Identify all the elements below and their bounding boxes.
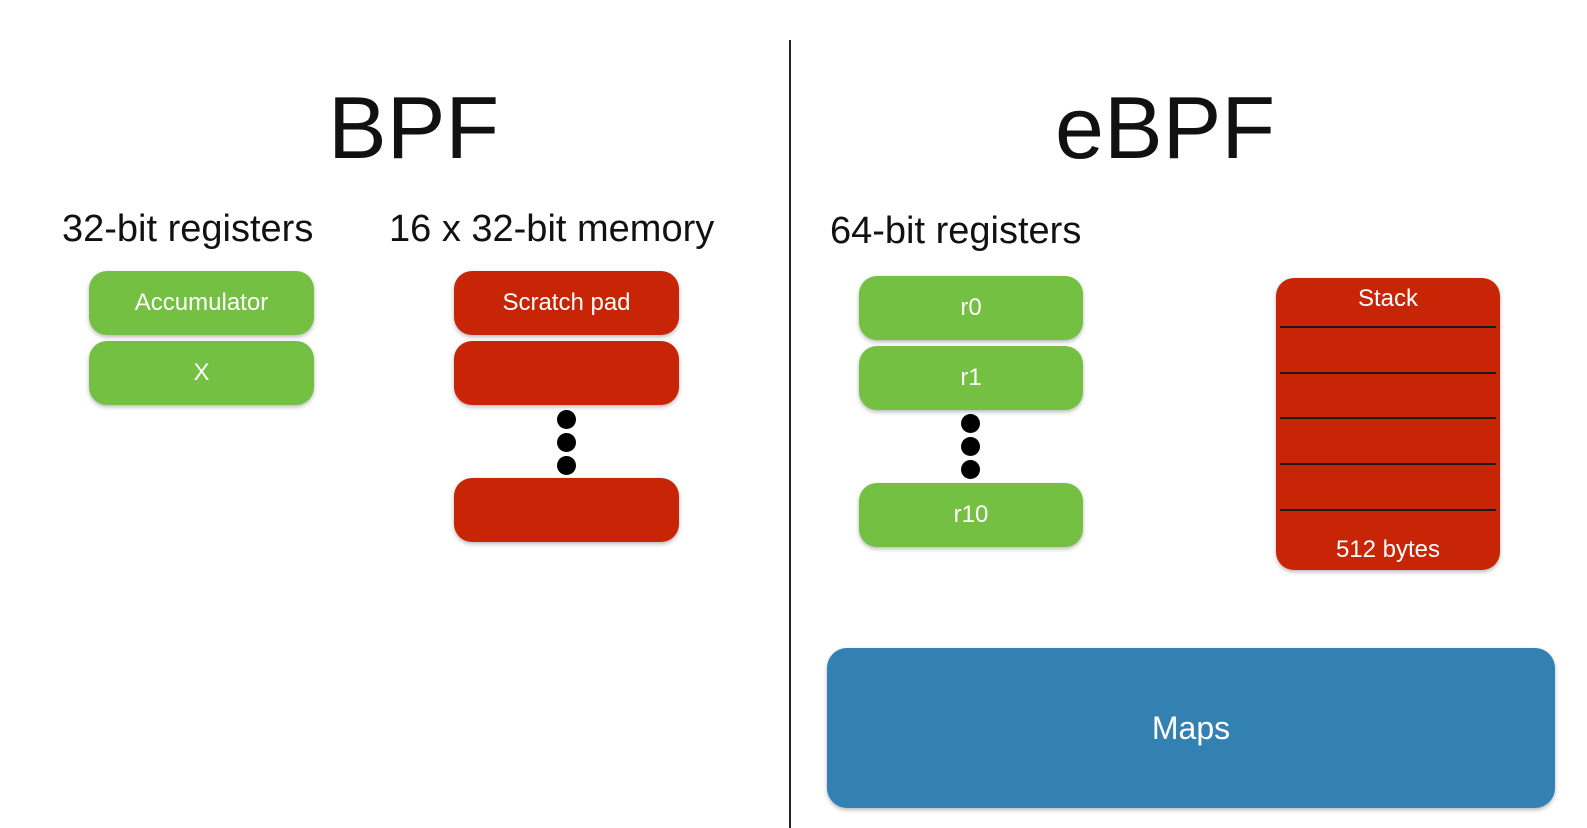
ebpf-ellipsis-dot — [961, 414, 980, 433]
ebpf-registers-heading: 64-bit registers — [830, 210, 1082, 252]
stack-size-label: 512 bytes — [1335, 536, 1441, 563]
stack-divider — [1280, 463, 1496, 465]
bpf-memory-slot-scratch-pad: Scratch pad — [454, 271, 679, 335]
ebpf-maps: Maps — [827, 648, 1555, 808]
bpf-memory-heading: 16 x 32-bit memory — [389, 208, 715, 250]
ebpf-stack: Stack 512 bytes — [1276, 278, 1500, 570]
panel-divider — [789, 40, 791, 828]
bpf-register-x: X — [89, 341, 314, 405]
ebpf-ellipsis-dot — [961, 460, 980, 479]
ebpf-register-r1: r1 — [859, 346, 1083, 410]
bpf-title: BPF — [328, 78, 500, 177]
stack-divider — [1280, 417, 1496, 419]
ebpf-register-r0: r0 — [859, 276, 1083, 340]
bpf-ellipsis-dot — [557, 410, 576, 429]
bpf-ellipsis-dot — [557, 456, 576, 475]
stack-divider — [1280, 372, 1496, 374]
ebpf-title: eBPF — [1055, 78, 1276, 177]
bpf-memory-slot-last — [454, 478, 679, 542]
stack-divider — [1280, 326, 1496, 328]
stack-divider — [1280, 509, 1496, 511]
ebpf-ellipsis-dot — [961, 437, 980, 456]
bpf-register-accumulator: Accumulator — [89, 271, 314, 335]
bpf-ellipsis-dot — [557, 433, 576, 452]
ebpf-register-r10: r10 — [859, 483, 1083, 547]
bpf-memory-slot — [454, 341, 679, 405]
stack-label: Stack — [1357, 285, 1419, 312]
bpf-registers-heading: 32-bit registers — [62, 208, 314, 250]
